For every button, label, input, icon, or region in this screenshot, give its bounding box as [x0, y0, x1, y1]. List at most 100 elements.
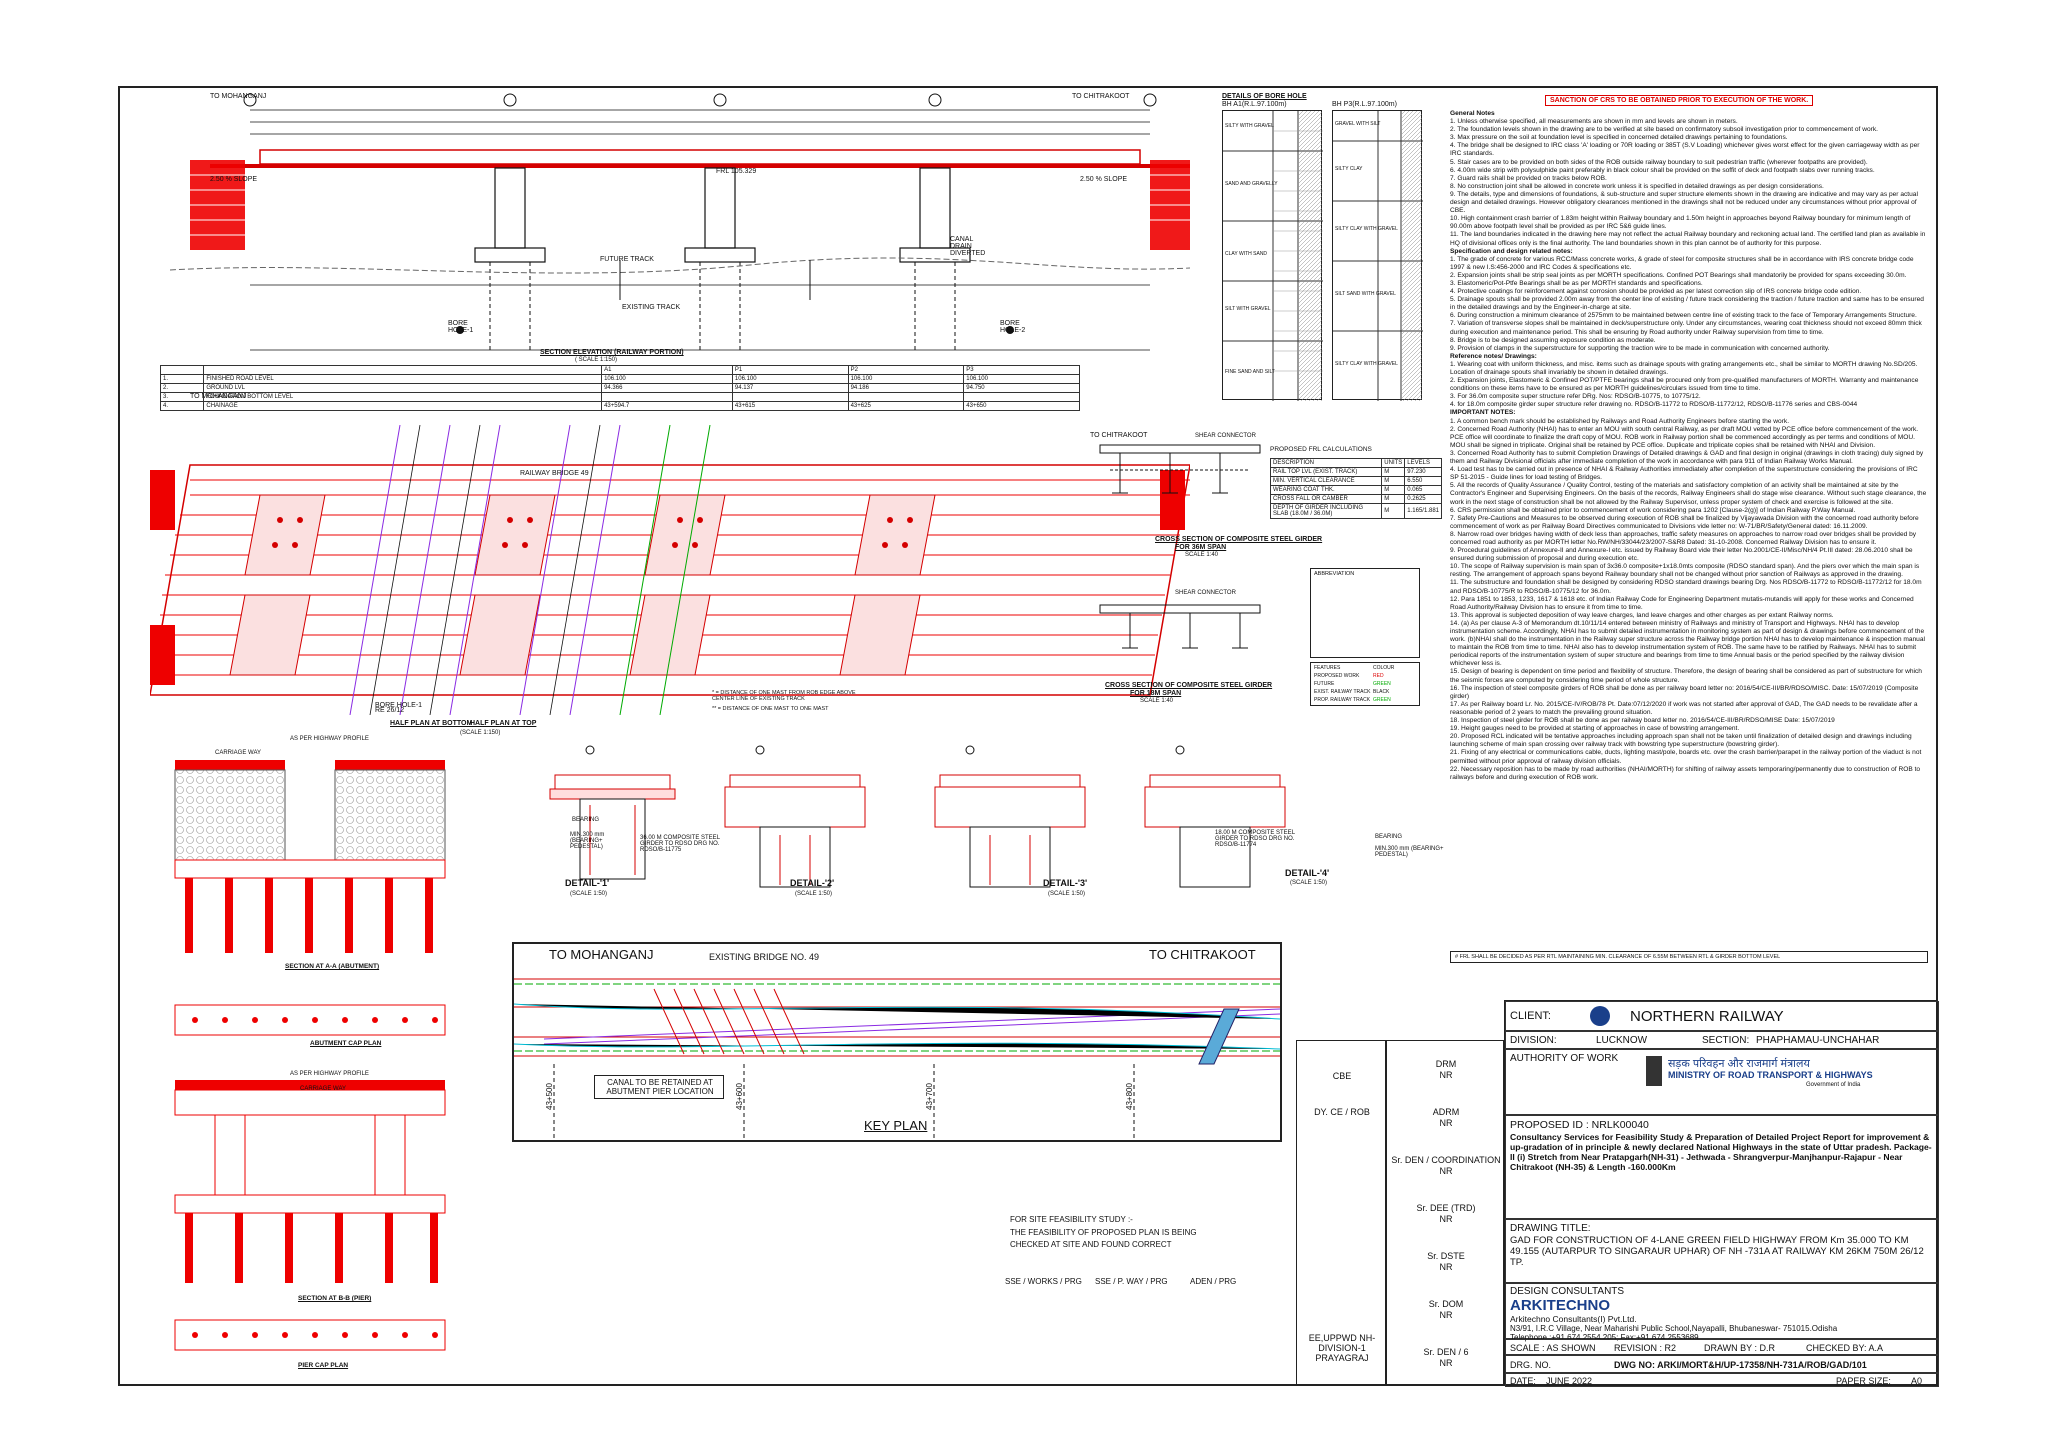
- elevation-existing-track: EXISTING TRACK: [622, 304, 681, 311]
- abutment-carriage-label: CARRIAGE WAY: [215, 750, 262, 756]
- emblem-icon: [1646, 1056, 1662, 1086]
- signature-col-left: CBE DY. CE / ROB EE,UPPWD NH-DIVISION-1 …: [1296, 1040, 1386, 1386]
- abutment-section-title: SECTION AT A-A (ABUTMENT): [285, 963, 380, 970]
- detail4-min300: MIN.300 mm (BEARING+ PEDESTAL): [1375, 846, 1444, 858]
- canal-callout: CANAL TO BE RETAINED AT ABUTMENT PIER LO…: [594, 1075, 724, 1099]
- elevation-slope-right: 2.50 % SLOPE: [1080, 176, 1128, 183]
- detail1-min300: MIN.300 mm (BEARING+ PEDESTAL): [570, 832, 605, 850]
- pier-section-title: SECTION AT B-B (PIER): [298, 1295, 372, 1302]
- bore-bh3: BH P3(R.L.97.100m): [1332, 101, 1397, 108]
- plan-railway-bridge: RAILWAY BRIDGE 49: [520, 470, 589, 477]
- cs36-scale: SCALE 1:40: [1185, 552, 1219, 558]
- chainage-43800: 43+800: [1124, 1083, 1134, 1110]
- table-row: A1 P1 P2 P3: [159, 365, 1080, 375]
- pier-profile-label: AS PER HIGHWAY PROFILE: [290, 1071, 369, 1077]
- bore-log-1: SILTY WITH GRAVEL SAND AND GRAVELLY CLAY…: [1222, 110, 1323, 401]
- client-name: NORTHERN RAILWAY: [1630, 1008, 1784, 1025]
- point-p2: P2: [847, 365, 965, 375]
- signature-col-right: DRM NR ADRM NR Sr. DEN / COORDINATION NR…: [1386, 1040, 1504, 1386]
- shear-connector-18: SHEAR CONNECTOR: [1175, 590, 1236, 596]
- client-row: CLIENT: NORTHERN RAILWAY: [1505, 1001, 1939, 1031]
- pier-carriage-label: CARRIAGE WAY: [300, 1086, 347, 1092]
- point-p1: P1: [731, 365, 849, 375]
- detail1-bearing: BEARING: [572, 817, 600, 823]
- bore-log-3: GRAVEL WITH SILT SILTY CLAY SILTY CLAY W…: [1332, 110, 1423, 401]
- cs18-span: FOR 18M SPAN: [1130, 690, 1182, 697]
- detail-1-scale: (SCALE 1:50): [570, 891, 608, 897]
- cs18-title: CROSS SECTION OF COMPOSITE STEEL GIRDER: [1105, 682, 1273, 689]
- date-row: DATE: JUNE 2022 PAPER SIZE: A0: [1505, 1373, 1939, 1387]
- ref-notes-title: Reference notes/ Drawings:: [1450, 352, 1537, 360]
- sig-dyce: DY. CE / ROB: [1314, 1107, 1370, 1117]
- elevation-slope-left: 2.50 % SLOPE: [210, 176, 258, 183]
- bearing-details-drawings: [549, 745, 1286, 888]
- plan-to-chitrakoot: TO CHITRAKOOT: [1090, 432, 1148, 439]
- elevation-scale: ( SCALE 1:150): [575, 357, 618, 363]
- elevation-bore-1: BORE HOLE-1: [448, 320, 474, 334]
- elevation-to-mohanganj: TO MOHANGANJ: [210, 93, 267, 100]
- sig-drm: DRM: [1435, 1059, 1457, 1069]
- elevation-future-track: FUTURE TRACK: [600, 256, 654, 263]
- abutment-profile-label: AS PER HIGHWAY PROFILE: [290, 736, 369, 742]
- plan-to-mohanganj: TO MOHANGANJ: [190, 393, 247, 400]
- level-table: A1 P1 P2 P3 1.FINISHED ROAD LEVEL 106.10…: [159, 365, 1080, 411]
- detail-4-scale: (SCALE 1:50): [1290, 880, 1328, 886]
- drawing-title: GAD FOR CONSTRUCTION OF 4-LANE GREEN FIE…: [1510, 1235, 1924, 1268]
- plan-scale: (SCALE 1:150): [460, 730, 501, 736]
- sig-sse-pway: SSE / P. WAY / PRG: [1095, 1277, 1168, 1286]
- key-plan-box: TO MOHANGANJ TO CHITRAKOOT EXISTING BRID…: [512, 942, 1282, 1142]
- drawing-sheet-border: [118, 86, 1938, 1386]
- features-legend: FEATURES COLOUR PROPOSED WORK RED FUTURE…: [1310, 662, 1420, 706]
- arkitechno-logo: ARKITECHNO: [1510, 1297, 1610, 1314]
- section-elevation-drawing: [169, 93, 1190, 351]
- half-plan-drawing: [150, 425, 1190, 715]
- general-notes: General Notes 1. Unless otherwise specif…: [1450, 110, 1927, 781]
- elevation-frl: FRL 105.329: [716, 168, 757, 175]
- point-a1: A1: [601, 365, 733, 375]
- key-plan-existing-bridge: EXISTING BRIDGE NO. 49: [709, 952, 820, 962]
- proposed-id: PROPOSED ID : NRLK00040: [1510, 1119, 1649, 1131]
- drawing-number: DWG NO: ARKI/MORT&H/UP-17358/NH-731A/ROB…: [1614, 1360, 1867, 1370]
- feasibility-line-2: CHECKED AT SITE AND FOUND CORRECT: [1010, 1240, 1172, 1249]
- detail-3-scale: (SCALE 1:50): [1048, 891, 1086, 897]
- detail-2-scale: (SCALE 1:50): [795, 891, 833, 897]
- detail-2-title: DETAIL-'2': [790, 878, 835, 888]
- pier-cap-title: PIER CAP PLAN: [298, 1362, 349, 1369]
- drawing-title-row: DRAWING TITLE: GAD FOR CONSTRUCTION OF 4…: [1505, 1219, 1939, 1283]
- detail-3-title: DETAIL-'3': [1043, 878, 1088, 888]
- sig-sr-dee: Sr. DEE (TRD): [1416, 1203, 1476, 1213]
- consultant-row: DESIGN CONSULTANTS ARKITECHNO Arkitechno…: [1505, 1283, 1939, 1342]
- plan-bore: BORE HOLE-1: [375, 702, 423, 709]
- point-p3: P3: [963, 365, 1080, 375]
- plan-title-bottom: HALF PLAN AT BOTTOM: [390, 720, 473, 727]
- elevation-bore-2: BORE HOLE-2: [1000, 320, 1026, 334]
- bore-title: DETAILS OF BORE HOLE: [1222, 93, 1307, 100]
- feasibility-line-1: THE FEASIBILITY OF PROPOSED PLAN IS BEIN…: [1010, 1228, 1197, 1237]
- frl-note-box: # FRL SHALL BE DECIDED AS PER RTL MAINTA…: [1450, 951, 1928, 963]
- cs18-scale: SCALE 1:40: [1140, 698, 1174, 704]
- sig-sr-dste: Sr. DSTE: [1427, 1251, 1465, 1261]
- detail1-girder: 36.00 M COMPOSITE STEEL GIRDER TO RDSO D…: [640, 835, 720, 853]
- frl-title: PROPOSED FRL CALCULATIONS: [1270, 446, 1372, 453]
- plan-mast-note-1: * = DISTANCE OF ONE MAST FROM ROB EDGE A…: [712, 690, 856, 702]
- detail4-bearing: BEARING: [1375, 834, 1403, 840]
- plan-re: RE 26/12: [375, 707, 405, 714]
- sanction-note: SANCTION OF CRS TO BE OBTAINED PRIOR TO …: [1545, 95, 1814, 106]
- abutment-cap-title: ABUTMENT CAP PLAN: [310, 1040, 382, 1047]
- title-block: CLIENT: NORTHERN RAILWAY DIVISION: LUCKN…: [1504, 1000, 1939, 1387]
- imp-notes-title: IMPORTANT NOTES:: [1450, 409, 1516, 417]
- drg-row: DRG. NO. DWG NO: ARKI/MORT&H/UP-17358/NH…: [1505, 1355, 1939, 1373]
- chainage-43600: 43+600: [734, 1083, 744, 1110]
- sig-sr-den6: Sr. DEN / 6: [1423, 1347, 1469, 1357]
- table-row: 3.FOUNDATION BOTTOM LEVEL: [159, 392, 1080, 402]
- key-plan-to-chitrakoot: TO CHITRAKOOT: [1149, 947, 1256, 962]
- table-row: DEPTH OF GIRDER INCLUDING SLAB (18.0M / …: [1269, 503, 1442, 519]
- chainage-43500: 43+500: [544, 1083, 554, 1110]
